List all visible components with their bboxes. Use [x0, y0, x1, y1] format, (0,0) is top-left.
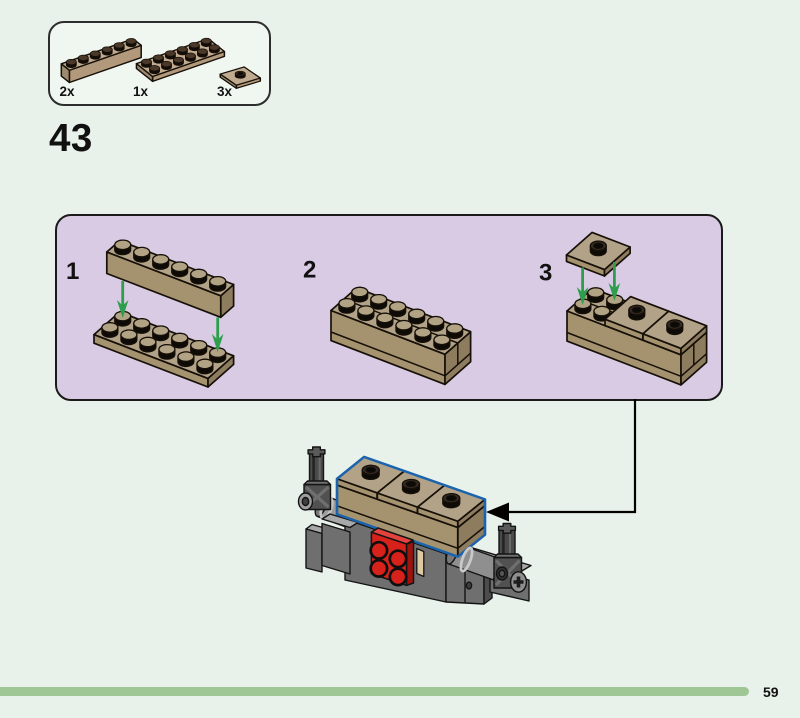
svg-text:2x: 2x: [60, 84, 76, 99]
svg-text:1x: 1x: [133, 84, 149, 99]
svg-text:59: 59: [763, 684, 779, 700]
svg-text:1: 1: [66, 258, 79, 285]
svg-text:3x: 3x: [217, 84, 233, 99]
svg-text:3: 3: [539, 260, 552, 287]
svg-text:43: 43: [49, 117, 93, 160]
svg-text:2: 2: [303, 257, 316, 284]
